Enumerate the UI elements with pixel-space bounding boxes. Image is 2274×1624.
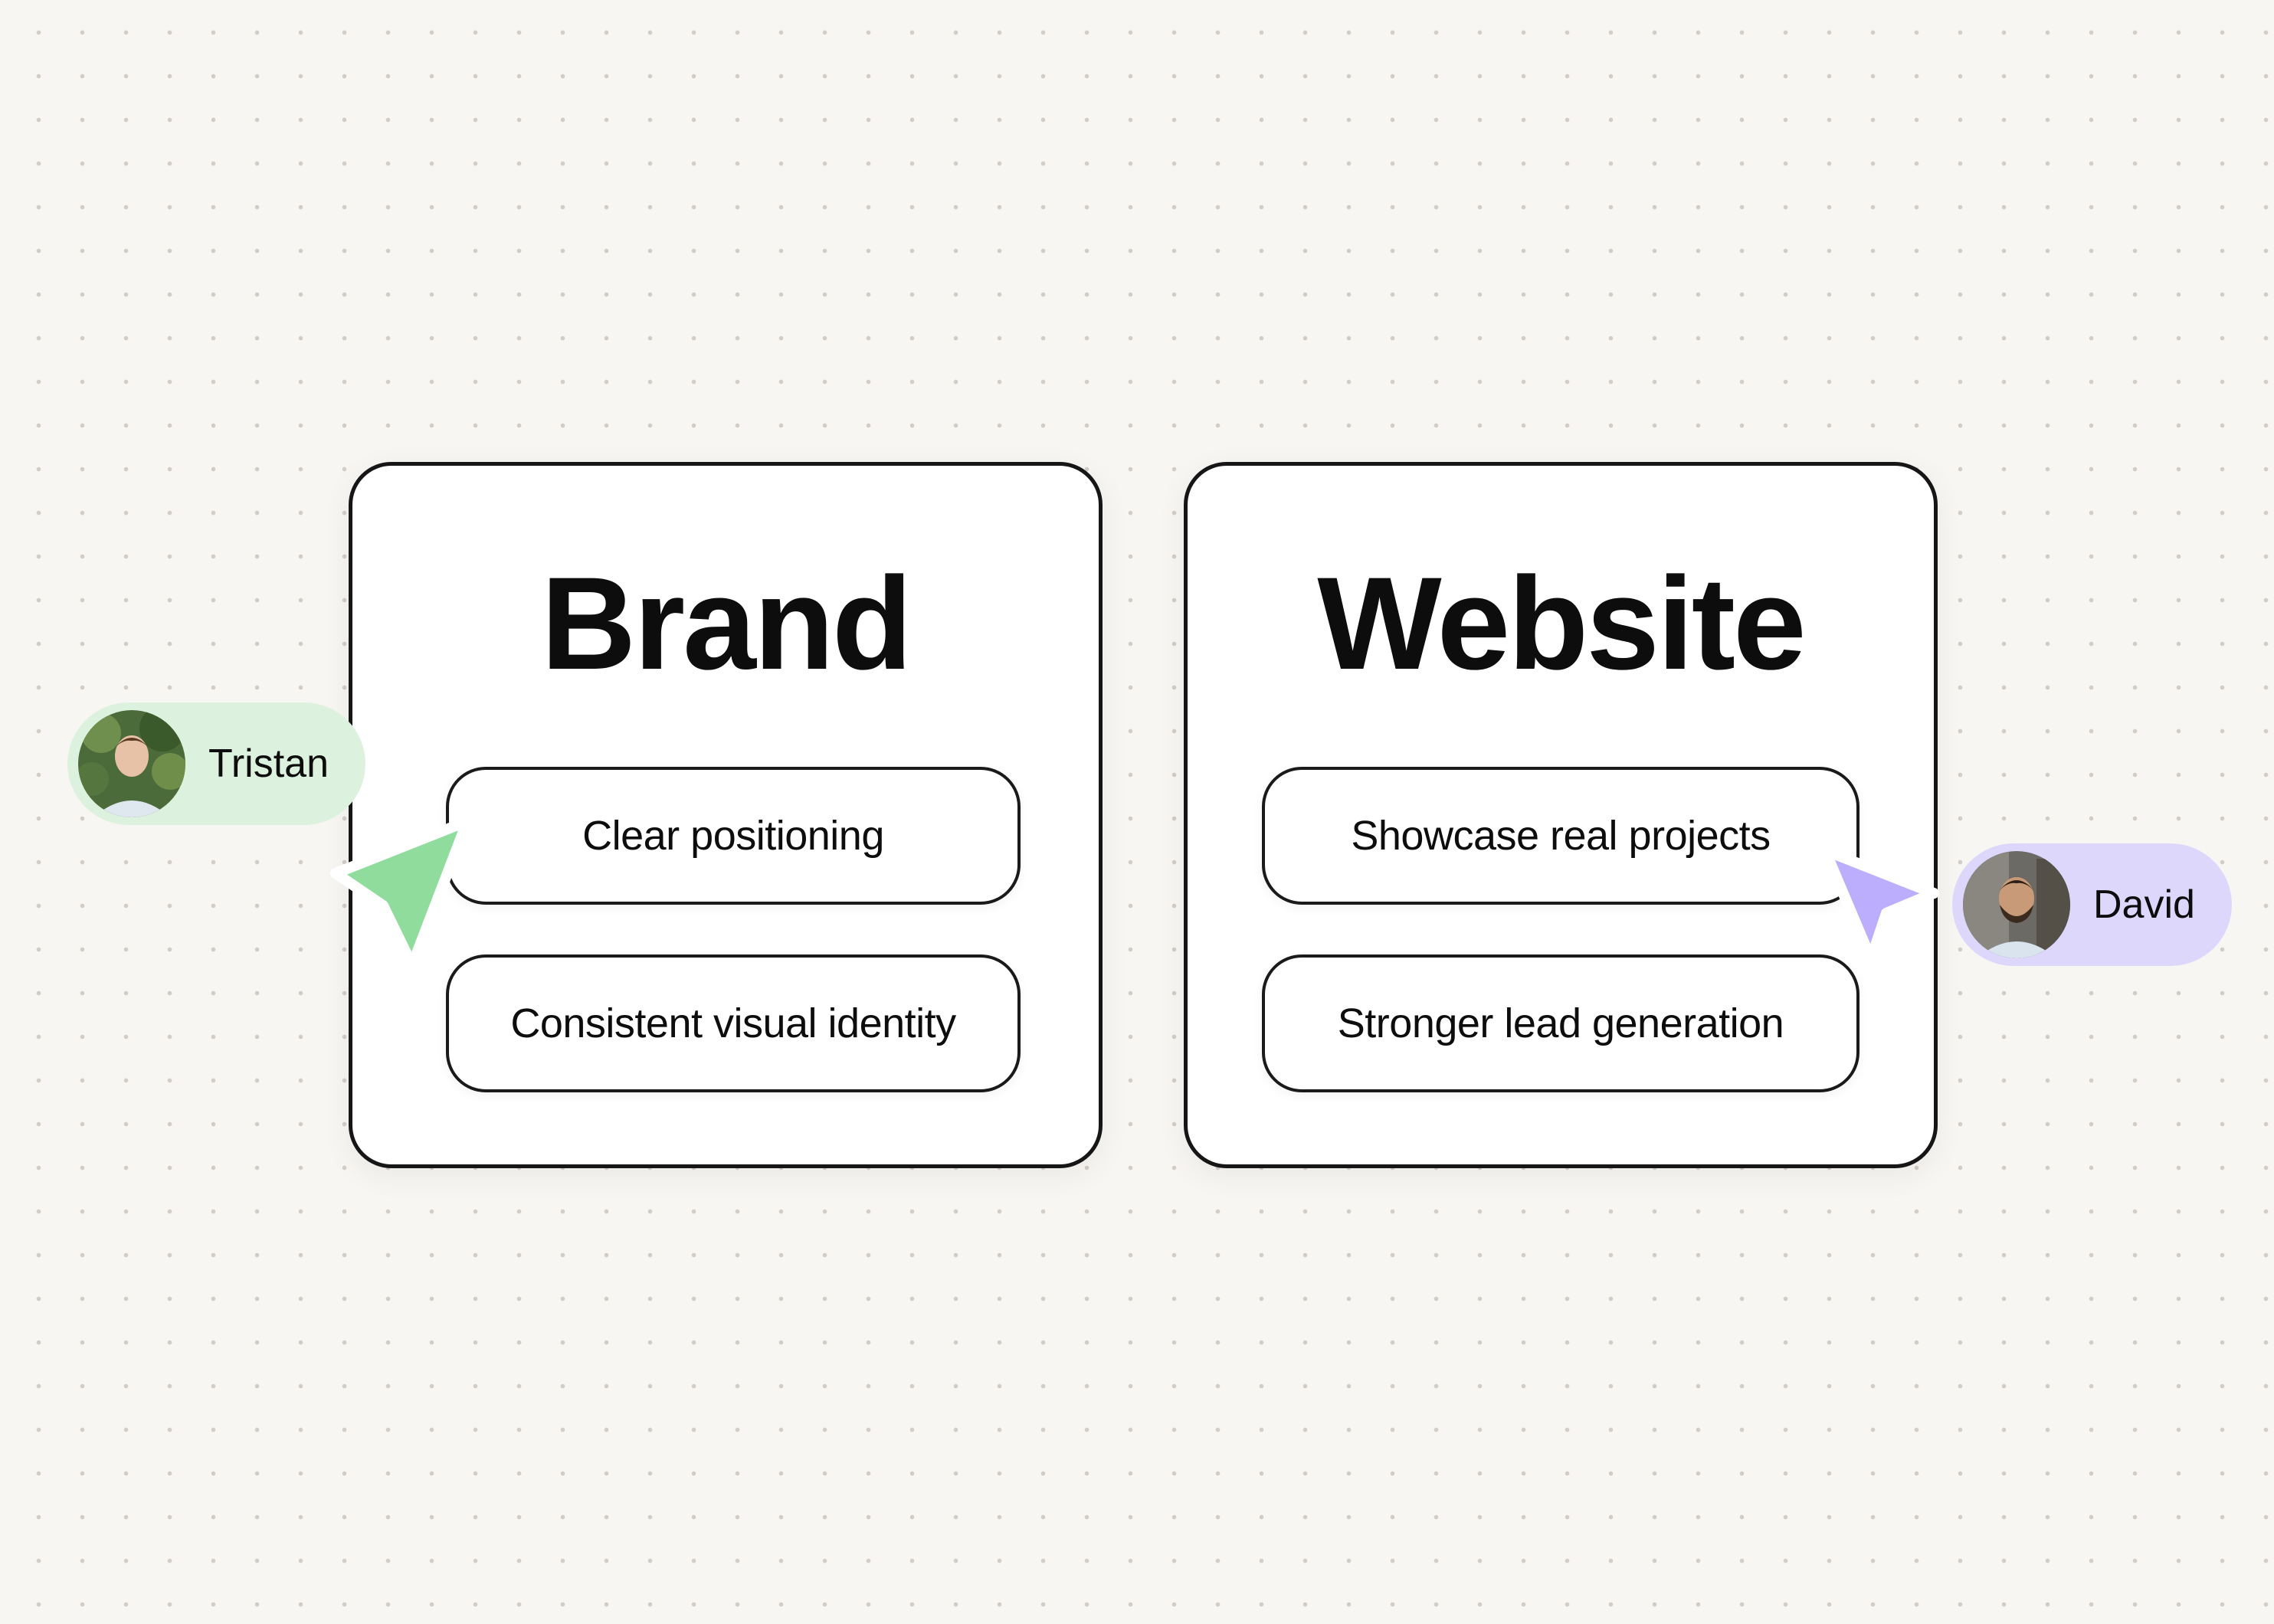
item-clear-positioning[interactable]: Clear positioning <box>446 767 1021 905</box>
collaborator-tag-david: David <box>1952 843 2232 966</box>
item-showcase-real-projects[interactable]: Showcase real projects <box>1262 767 1860 905</box>
collaborator-name: David <box>2093 882 2195 927</box>
card-title-website: Website <box>1317 550 1806 697</box>
item-stronger-lead-generation[interactable]: Stronger lead generation <box>1262 954 1860 1092</box>
card-website[interactable]: Website Showcase real projects Stronger … <box>1184 462 1938 1168</box>
card-title-brand: Brand <box>541 550 913 697</box>
cursor-arrow-icon <box>1820 845 1939 964</box>
avatar <box>1963 851 2070 958</box>
collaborator-tag-tristan: Tristan <box>67 702 365 825</box>
collaborator-name: Tristan <box>208 742 329 786</box>
avatar <box>78 710 185 817</box>
item-consistent-visual-identity[interactable]: Consistent visual identity <box>446 954 1021 1092</box>
card-brand[interactable]: Brand Clear positioning Consistent visua… <box>349 462 1103 1168</box>
cursor-arrow-icon <box>330 816 473 971</box>
